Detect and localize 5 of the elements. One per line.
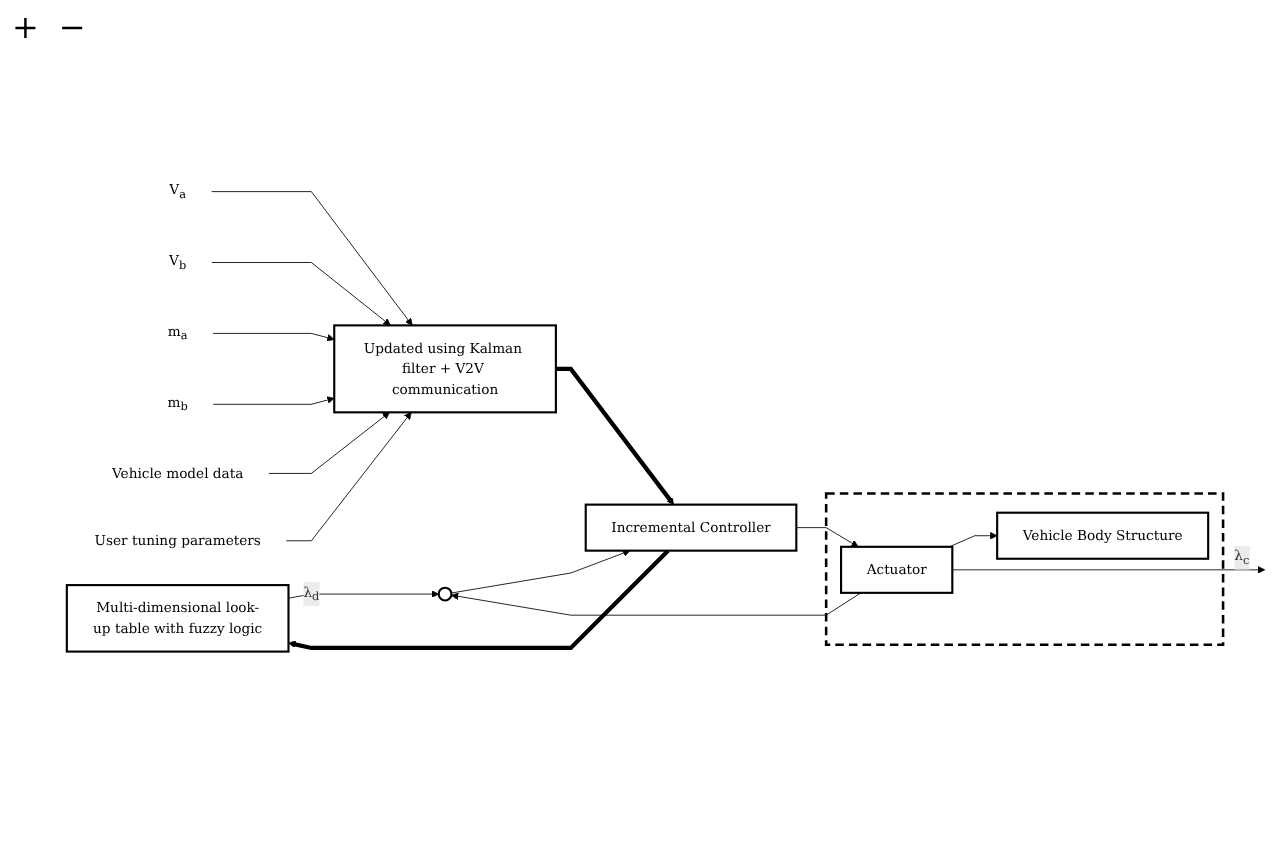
sign-label: + [12,8,39,46]
cluster [824,492,1225,647]
node-circle [437,586,453,602]
sign-label: − [58,8,86,46]
arrow [555,366,674,506]
